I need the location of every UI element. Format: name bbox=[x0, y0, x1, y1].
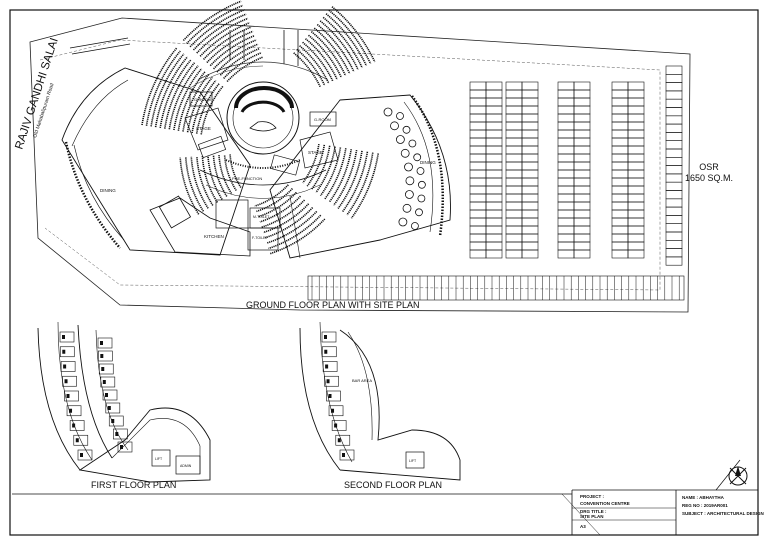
label-dining-left: DINING bbox=[100, 188, 116, 193]
label-dining-right: DINING bbox=[420, 160, 436, 165]
label-stage-right: STAGE bbox=[308, 150, 323, 155]
parking-strip bbox=[307, 275, 685, 301]
sheet-border bbox=[9, 9, 759, 536]
inner-setback bbox=[39, 39, 661, 291]
left-wing bbox=[61, 0, 327, 257]
second-floor-plan bbox=[299, 321, 461, 481]
osr-line1: OSR bbox=[699, 162, 719, 172]
left-auditorium-seating bbox=[141, 0, 264, 215]
label-ff-lift: LIFT bbox=[155, 457, 163, 461]
label-prefunction: PRE-FUNCTION bbox=[232, 176, 262, 181]
label-sf-area: BAR AREA bbox=[352, 378, 372, 383]
first-floor-plan bbox=[37, 321, 211, 483]
right-auditorium-seating bbox=[254, 6, 379, 255]
label-ff-admin: ADMIN bbox=[180, 464, 192, 468]
tb-scale: A3 bbox=[580, 524, 586, 529]
label-sf-lift: LIFT bbox=[409, 459, 417, 463]
label-stage-left: STAGE bbox=[196, 126, 211, 131]
label-toilet-a: M-TOILET bbox=[253, 215, 270, 219]
right-wing bbox=[254, 6, 451, 259]
ground-floor-title: GROUND FLOOR PLAN WITH SITE PLAN bbox=[246, 300, 420, 310]
title-block bbox=[12, 489, 758, 536]
label-kitchen: KITCHEN bbox=[204, 234, 224, 239]
second-floor-title: SECOND FLOOR PLAN bbox=[344, 480, 443, 490]
central-fountain bbox=[226, 81, 300, 155]
tb-drawing-value: SITE PLAN bbox=[580, 514, 604, 519]
north-arrow-icon bbox=[715, 459, 748, 491]
label-groom-right: G-ROOM bbox=[314, 117, 331, 122]
tb-project-label: PROJECT : bbox=[580, 494, 605, 499]
tb-project-value: CONVENTION CENTRE bbox=[580, 501, 630, 506]
label-groom-left: G-ROOM bbox=[194, 97, 211, 102]
right-dining-tables bbox=[383, 107, 426, 230]
tb-subject: SUBJECT : ARCHITECTURAL DESIGN bbox=[682, 511, 764, 516]
osr-line2: 1650 SQ.M. bbox=[684, 173, 734, 183]
first-floor-title: FIRST FLOOR PLAN bbox=[91, 480, 177, 490]
tb-regno: REG NO : 2019AR001 bbox=[682, 503, 728, 508]
parking-grid bbox=[469, 65, 683, 266]
tb-name: NAME : ABHAYTHA bbox=[682, 495, 725, 500]
label-toilet-b: F-TOILET bbox=[252, 236, 268, 240]
osr-label: OSR 1650 SQ.M. bbox=[680, 162, 738, 184]
tb-drawing-label: DRG TITLE : bbox=[580, 509, 607, 514]
